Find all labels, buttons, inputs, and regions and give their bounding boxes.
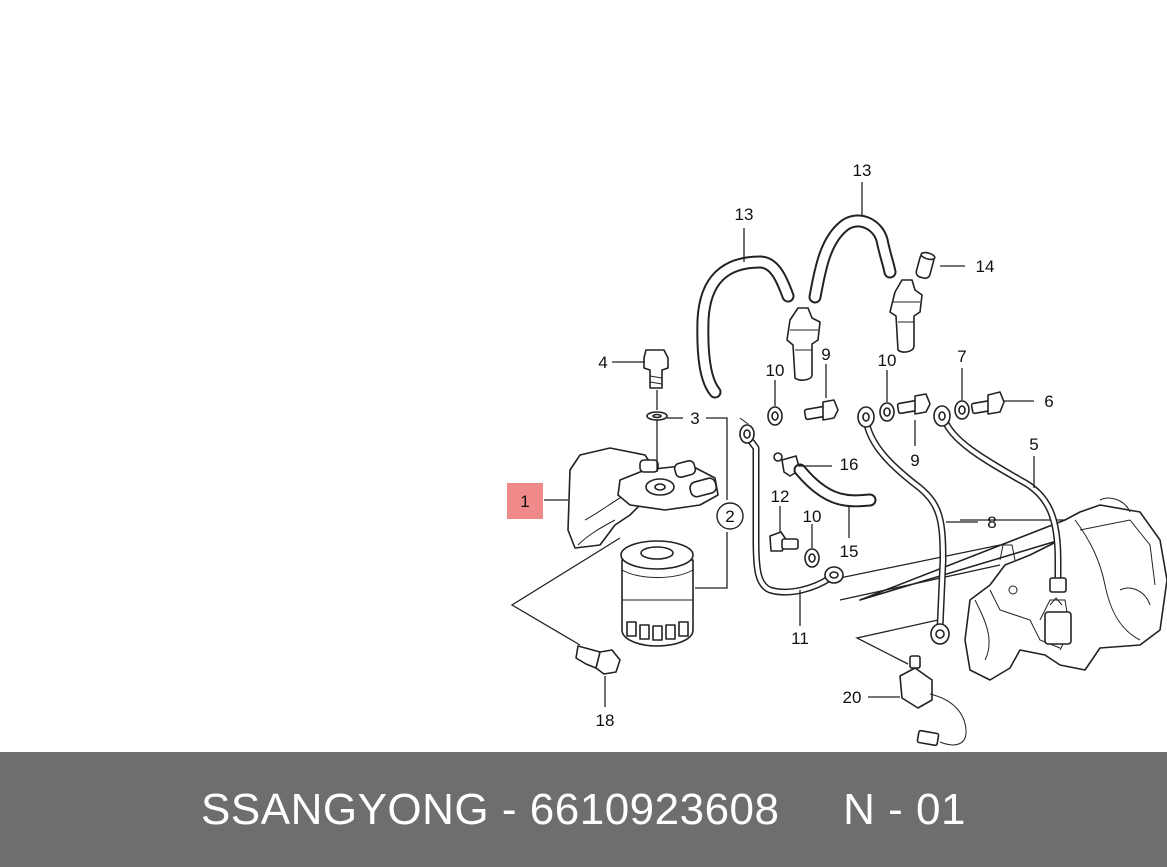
washer-10c (804, 548, 820, 568)
banjo-bolt-9b (896, 393, 931, 415)
bolt-4 (643, 349, 669, 421)
callout-5[interactable]: 5 (1029, 435, 1038, 454)
fitting-right (889, 279, 923, 353)
callout-20[interactable]: 20 (843, 688, 862, 707)
leader-lines (510, 182, 1035, 707)
bolt-18 (575, 645, 621, 675)
callout-16[interactable]: 16 (840, 455, 859, 474)
hose-15 (793, 463, 877, 508)
callout-3[interactable]: 3 (690, 409, 699, 428)
footer-bar: SSANGYONG - 6610923608 N - 01 (0, 752, 1167, 867)
callout-7[interactable]: 7 (957, 347, 966, 366)
sensor-20 (899, 655, 967, 747)
pipe-11 (739, 417, 844, 596)
page-code: N - 01 (843, 785, 966, 834)
brand-name: SSANGYONG (201, 785, 490, 834)
callout-10b[interactable]: 10 (878, 351, 897, 370)
hose-13-right (808, 214, 897, 304)
callout-11[interactable]: 11 (791, 629, 809, 648)
callout-label: 1 (520, 492, 529, 511)
callout-1[interactable]: 1 (507, 483, 543, 519)
callout-15[interactable]: 15 (840, 542, 859, 561)
oil-filter (620, 540, 694, 647)
engine-block (829, 497, 1167, 681)
banjo-bolt-9a (803, 399, 839, 421)
callout-8[interactable]: 8 (987, 513, 996, 532)
part-number: 6610923608 (529, 785, 780, 834)
callout-10a[interactable]: 10 (766, 361, 785, 380)
banjo-bolt-12 (769, 531, 799, 552)
separator: - (501, 785, 518, 834)
washer-10a (767, 406, 783, 426)
sleeve-14 (915, 251, 936, 280)
pipe-5 (933, 405, 1067, 593)
callout-14[interactable]: 14 (976, 257, 995, 276)
washer-10b (879, 402, 895, 422)
washer-7 (954, 400, 970, 420)
callout-9b[interactable]: 9 (910, 451, 919, 470)
callout-4[interactable]: 4 (598, 353, 607, 372)
filter-bracket (567, 447, 719, 549)
callout-13a[interactable]: 13 (735, 205, 754, 224)
callout-9a[interactable]: 9 (821, 345, 830, 364)
callout-label: 2 (725, 507, 734, 526)
pipe-8 (857, 406, 950, 645)
banjo-bolt-6 (970, 391, 1005, 415)
callout-18[interactable]: 18 (596, 711, 615, 730)
parts-diagram: 1 2 3 4 5 6 7 8 9 9 10 10 10 11 12 13 13… (507, 161, 1167, 747)
callout-10c[interactable]: 10 (803, 507, 822, 526)
fitting-left (786, 307, 821, 381)
callout-12[interactable]: 12 (771, 487, 790, 506)
callout-2[interactable]: 2 (716, 502, 744, 530)
hose-13-left (696, 255, 795, 399)
callout-13b[interactable]: 13 (853, 161, 872, 180)
callout-6[interactable]: 6 (1044, 392, 1053, 411)
footer-caption: SSANGYONG - 6610923608 N - 01 (0, 752, 1167, 867)
